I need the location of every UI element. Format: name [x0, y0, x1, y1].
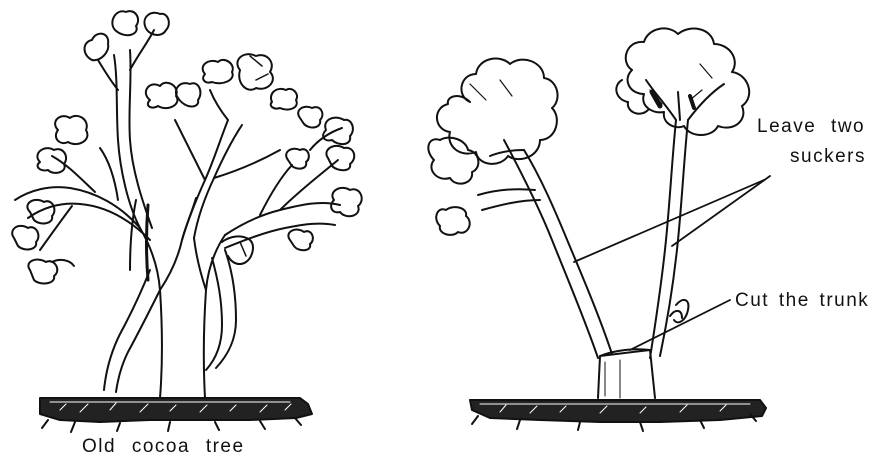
left-trunk — [140, 228, 225, 398]
pruned-tree-drawing — [428, 28, 766, 431]
cut-trunk-label: Cut the trunk — [735, 291, 869, 310]
left-sucker — [504, 140, 598, 358]
old-tree-label: Old cocoa tree — [82, 437, 245, 456]
leave-suckers-label-line2: suckers — [790, 147, 866, 166]
old-cocoa-tree-drawing — [12, 11, 362, 432]
leader-line-right-sucker — [672, 176, 770, 246]
right-ground — [470, 400, 766, 431]
leader-line-left-sucker — [574, 180, 764, 262]
leader-lines — [574, 176, 770, 350]
leave-suckers-label-line1: Leave two — [757, 117, 865, 136]
leader-line-cut-trunk — [630, 300, 730, 350]
left-ground — [40, 398, 312, 432]
right-sucker — [650, 120, 676, 358]
cut-stump — [598, 350, 655, 398]
left-sucker-canopy — [437, 59, 558, 164]
